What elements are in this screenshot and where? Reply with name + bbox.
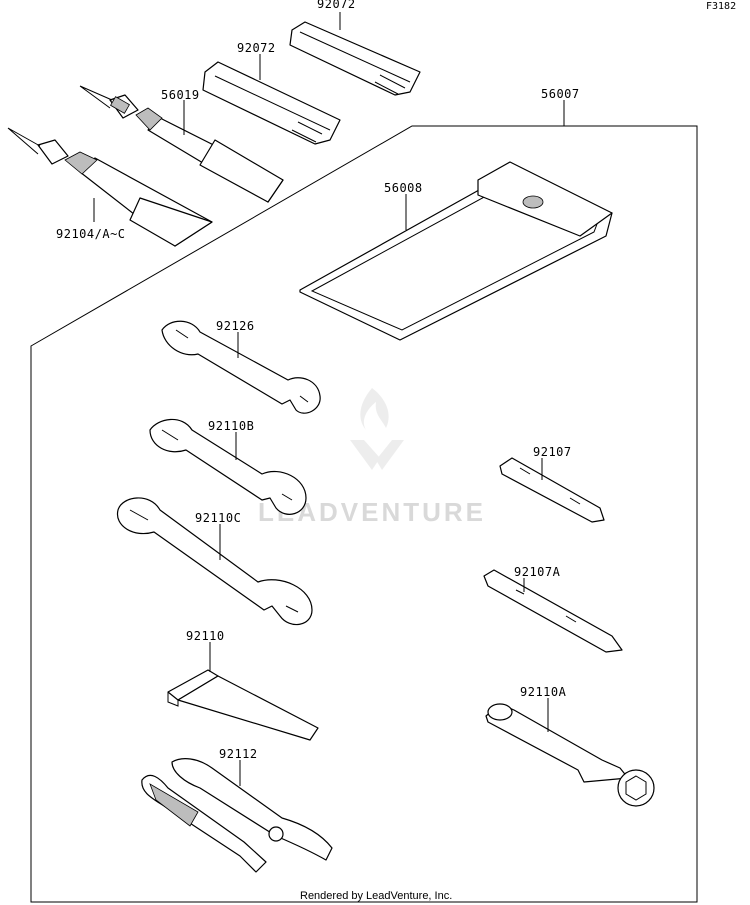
part-label-56019: 56019: [161, 88, 200, 102]
part-label-92112: 92112: [219, 747, 258, 761]
kit-boundary-outline: [30, 125, 698, 903]
part-label-92072-upper: 92072: [317, 0, 356, 11]
pliers-92112: [141, 758, 333, 873]
screwdriver-92107: [499, 457, 605, 523]
footer-credit: Rendered by LeadVenture, Inc.: [300, 890, 452, 902]
wrench-92126: [161, 320, 321, 414]
part-label-92110: 92110: [186, 629, 225, 643]
watermark-logo: [350, 388, 404, 470]
screwdriver-92107a: [483, 569, 623, 653]
part-label-56007: 56007: [541, 87, 580, 101]
figure-id: F3182: [706, 1, 736, 12]
part-label-92110c: 92110C: [195, 511, 241, 525]
part-label-56008: 56008: [384, 181, 423, 195]
part-label-92107: 92107: [533, 445, 572, 459]
tool-bag-56008: [299, 161, 613, 341]
socket-wrench-92110a: [485, 703, 655, 807]
grease-tube-92104: [7, 127, 213, 247]
hex-key-92110: [167, 669, 319, 741]
strap-92072-upper: [289, 21, 421, 96]
strap-92072-lower: [202, 61, 341, 145]
wrench-92110c: [116, 497, 313, 626]
part-label-92072-lower: 92072: [237, 41, 276, 55]
part-label-92104: 92104/A~C: [56, 227, 126, 241]
grease-tube-56019: [79, 85, 284, 203]
wrench-92110b: [149, 418, 307, 515]
leader-lines: [93, 12, 565, 786]
part-label-92107a: 92107A: [514, 565, 561, 579]
part-label-92110a: 92110A: [520, 685, 567, 699]
part-label-92126: 92126: [216, 319, 255, 333]
part-label-92110b: 92110B: [208, 419, 254, 433]
